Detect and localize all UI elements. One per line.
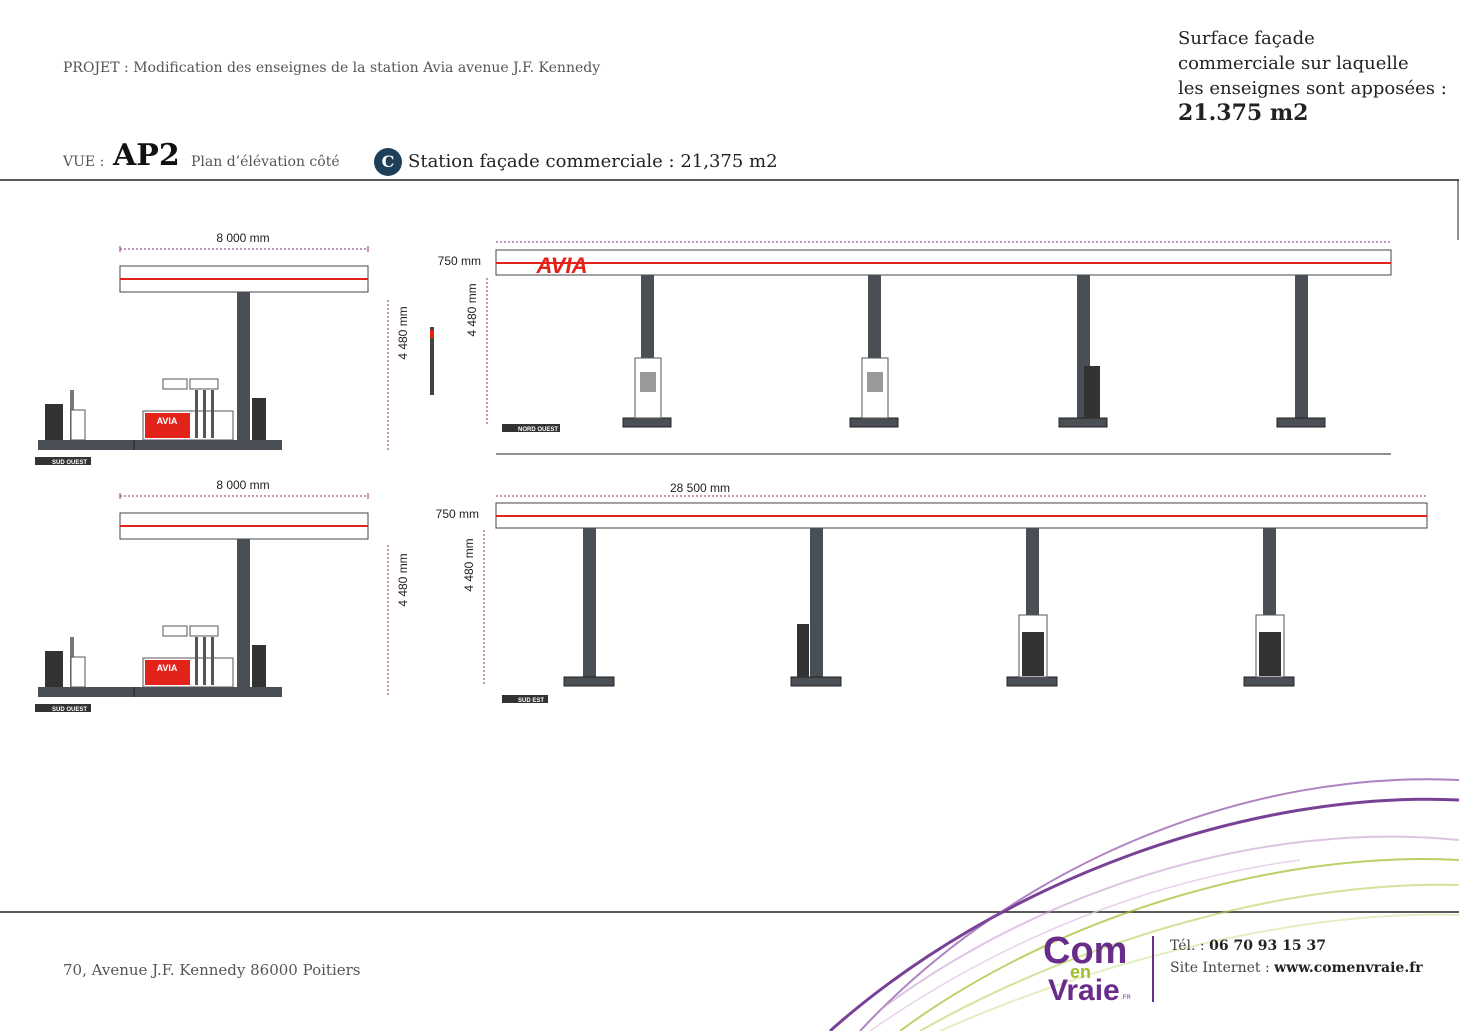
front-view-top: 750 mm AVIA 4 480 mm NORD OUEST (438, 241, 1392, 455)
width-dimension-label: 8 000 mm (216, 231, 269, 245)
decorative-swooshes (829, 778, 1459, 1031)
side-view-bottom: 8 000 mm 4 480 mm AVIA SUD OUEST (35, 478, 410, 713)
phone-value: 06 70 93 15 37 (1209, 938, 1327, 954)
avia-logo-text: AVIA (536, 253, 588, 278)
facade-badge: C (374, 148, 402, 176)
surface-line-1: Surface façade (1178, 28, 1315, 49)
facade-surface-text: Station façade commerciale : 21,375 m2 (408, 151, 778, 172)
width-dimension-label: 8 000 mm (216, 478, 269, 492)
view-tag: SUD OUEST (52, 460, 87, 466)
surface-line-3: les enseignes sont apposées : (1178, 78, 1447, 99)
height-dimension-label: 4 480 mm (396, 306, 410, 359)
footer-website: Site Internet : www.comenvraie.fr (1170, 960, 1423, 976)
side-view-top: 8 000 mm 4 480 mm AVIA SUD OUEST (35, 231, 410, 466)
logo-suffix: .FR (1121, 995, 1131, 1001)
width-dimension-label: 28 500 mm (670, 481, 730, 495)
logo-line-2: en (1070, 962, 1091, 982)
website-link[interactable]: www.comenvraie.fr (1274, 960, 1423, 976)
surface-value: 21.375 m2 (1178, 100, 1309, 126)
canopy-pillar (237, 292, 250, 440)
project-title: PROJET : Modification des enseignes de l… (63, 60, 601, 76)
vue-code: AP2 (113, 138, 180, 173)
height-dimension-label: 4 480 mm (465, 283, 479, 336)
comenvraie-logo: Com en Vraie .FR (1043, 930, 1131, 1007)
phone-label: Tél. : (1170, 938, 1210, 954)
website-label: Site Internet : (1170, 960, 1275, 976)
band-dimension-label: 750 mm (438, 254, 481, 268)
footer-phone: Tél. : 06 70 93 15 37 (1170, 938, 1326, 954)
front-view-bottom: 28 500 mm 750 mm 4 480 mm SUD EST (436, 481, 1428, 704)
footer-address: 70, Avenue J.F. Kennedy 86000 Poitiers (63, 961, 361, 979)
surface-summary: Surface façade commerciale sur laquelle … (1178, 26, 1447, 126)
height-dimension-label: 4 480 mm (462, 538, 476, 591)
logo-line-1: Com (1043, 930, 1127, 972)
view-tag: SUD EST (518, 698, 544, 704)
avia-logo-text: AVIA (157, 663, 178, 673)
avia-logo-text: AVIA (157, 416, 178, 426)
view-tag: SUD OUEST (52, 707, 87, 713)
band-dimension-label: 750 mm (436, 507, 479, 521)
height-dimension-label: 4 480 mm (396, 553, 410, 606)
vue-label: VUE : (63, 154, 105, 170)
canopy-pillar (237, 539, 250, 687)
view-tag: NORD OUEST (518, 427, 558, 433)
surface-line-2: commerciale sur laquelle (1178, 53, 1409, 74)
vue-description: Plan d’élévation côté (191, 154, 340, 170)
logo-line-3: Vraie (1048, 974, 1120, 1007)
